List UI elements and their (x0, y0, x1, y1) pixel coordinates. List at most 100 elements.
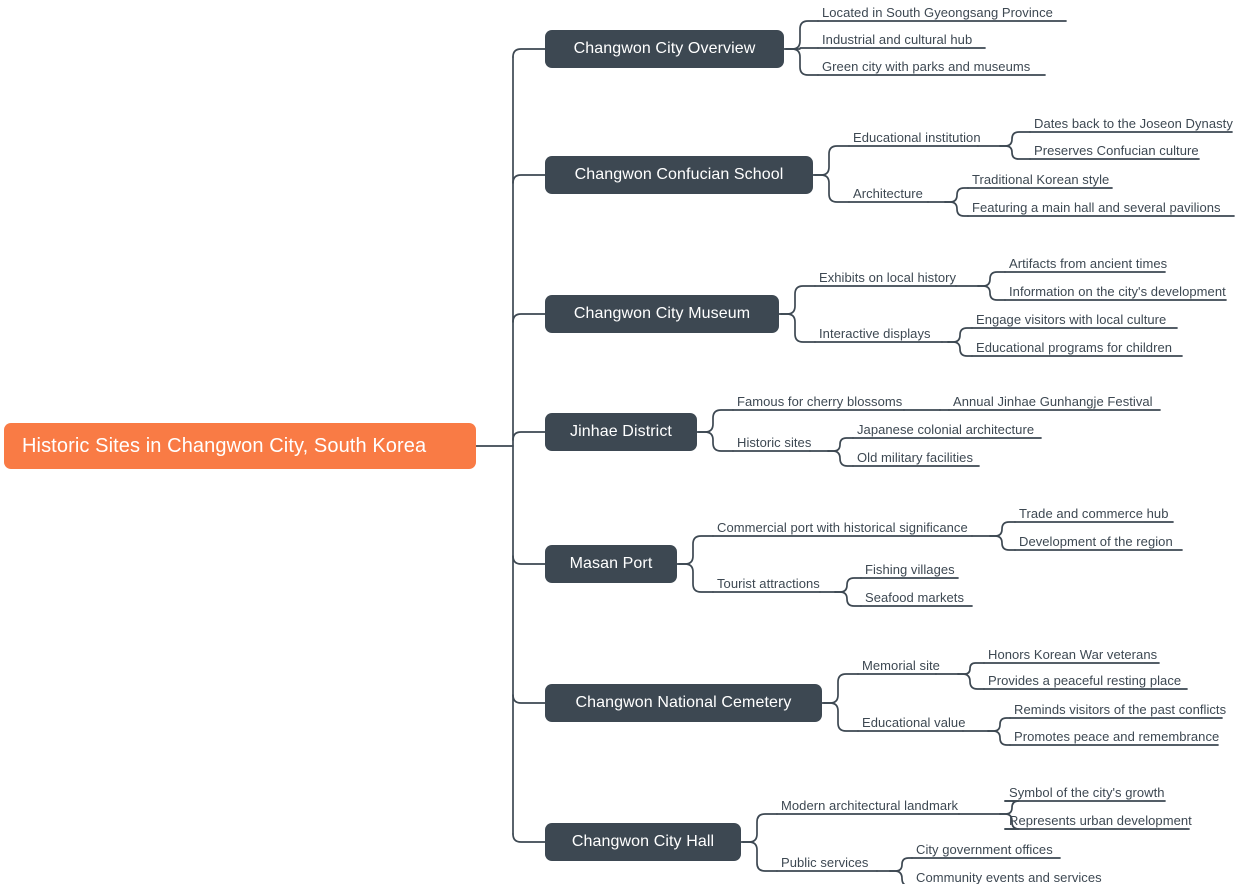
leaf-stem (977, 271, 1006, 287)
branch-node-b1-label: Changwon City Overview (573, 40, 756, 57)
branch-stem (512, 174, 546, 184)
sub-node-b5s2[interactable]: Tourist attractions (717, 574, 824, 592)
leaf-node-b4s2l2[interactable]: Old military facilities (857, 448, 983, 466)
leaf-node-b6s1l1[interactable]: Honors Korean War veterans (988, 645, 1163, 663)
leaf-stem (957, 662, 985, 675)
leaf-node-b5s1l2-label: Development of the region (1019, 533, 1173, 549)
leaf-node-b6s2l2[interactable]: Promotes peace and remembrance (1014, 727, 1222, 745)
leaf-node-b3s1l1[interactable]: Artifacts from ancient times (1009, 254, 1169, 272)
branch-node-b7[interactable]: Changwon City Hall (545, 823, 741, 861)
branch-node-b2-label: Changwon Confucian School (574, 166, 784, 183)
branch-node-b1[interactable]: Changwon City Overview (545, 30, 784, 68)
leaf-node-b7s1l1[interactable]: Symbol of the city's growth (1009, 783, 1169, 801)
branch-node-b3-label: Changwon City Museum (573, 305, 751, 322)
leaf-node-b4s1l1[interactable]: Annual Jinhae Gunhangje Festival (953, 392, 1164, 410)
branch-node-b3[interactable]: Changwon City Museum (545, 295, 779, 333)
leaf-node-b5s2l1-label: Fishing villages (865, 561, 955, 577)
sub-node-b3s1[interactable]: Exhibits on local history (819, 268, 960, 286)
leaf-node-b1l2[interactable]: Industrial and cultural hub (822, 30, 989, 48)
leaf-stem (827, 450, 854, 467)
leaf-node-b7s1l2[interactable]: Represents urban development (1009, 811, 1193, 829)
leaf-node-b3s1l1-label: Artifacts from ancient times (1009, 255, 1168, 271)
leaf-node-b5s2l2-label: Seafood markets (865, 589, 965, 605)
root-node-label: Historic Sites in Changwon City, South K… (22, 434, 427, 457)
leaf-stem (889, 857, 913, 872)
leaf-node-b6s1l2-label: Provides a peaceful resting place (988, 672, 1182, 688)
sub-node-b5s1[interactable]: Commercial port with historical signific… (717, 518, 976, 536)
sub-node-b7s2[interactable]: Public services (781, 853, 881, 871)
leaf-stem (987, 730, 1011, 746)
leaf-node-b4s2l1[interactable]: Japanese colonial architecture (857, 420, 1045, 438)
leaf-node-b1l2-label: Industrial and cultural hub (822, 31, 973, 47)
branch-stem (512, 431, 546, 441)
leaf-stem (989, 521, 1016, 537)
sub-stem (780, 313, 816, 343)
sub-node-b2s2[interactable]: Architecture (853, 184, 932, 202)
leaf-stem (999, 131, 1031, 147)
leaf-node-b6s1l1-label: Honors Korean War veterans (988, 646, 1158, 662)
leaf-node-b2s1l2[interactable]: Preserves Confucian culture (1034, 141, 1203, 159)
sub-node-b6s1[interactable]: Memorial site (862, 656, 940, 674)
sub-node-b4s2-label: Historic sites (737, 434, 812, 450)
branch-stem (512, 313, 546, 323)
branch-node-b5[interactable]: Masan Port (545, 545, 677, 583)
leaf-stem (999, 145, 1031, 160)
sub-stem (823, 702, 859, 732)
sub-stem (678, 563, 714, 593)
sub-node-b6s2[interactable]: Educational value (862, 713, 967, 731)
leaf-node-b5s1l1[interactable]: Trade and commerce hub (1019, 504, 1177, 522)
root-node[interactable]: Historic Sites in Changwon City, South K… (4, 423, 476, 469)
sub-node-b3s2[interactable]: Interactive displays (819, 324, 946, 342)
leaf-node-b1l3[interactable]: Green city with parks and museums (822, 57, 1049, 75)
leaf-node-b7s2l1[interactable]: City government offices (916, 840, 1064, 858)
leaf-stem (947, 341, 973, 357)
leaf-stem (944, 201, 969, 217)
leaf-node-b6s2l2-label: Promotes peace and remembrance (1014, 728, 1220, 744)
branch-node-b4[interactable]: Jinhae District (545, 413, 697, 451)
leaf-node-b2s2l2-label: Featuring a main hall and several pavili… (972, 199, 1221, 215)
branch-stem (512, 48, 546, 58)
sub-node-b4s1-label: Famous for cherry blossoms (737, 393, 903, 409)
leaf-node-b3s1l2-label: Information on the city's development (1009, 283, 1226, 299)
leaf-node-b2s2l1[interactable]: Traditional Korean style (972, 170, 1116, 188)
sub-node-b7s1-label: Modern architectural landmark (781, 797, 959, 813)
leaf-node-b2s2l2[interactable]: Featuring a main hall and several pavili… (972, 198, 1238, 216)
leaf-node-b7s2l2-label: Community events and services (916, 869, 1102, 884)
leaf-node-b5s2l1[interactable]: Fishing villages (865, 560, 962, 578)
leaf-node-b4s2l2-label: Old military facilities (857, 449, 974, 465)
leaf-node-b3s2l2[interactable]: Educational programs for children (976, 338, 1186, 356)
branch-node-b5-label: Masan Port (569, 555, 653, 572)
sub-node-b5s1-label: Commercial port with historical signific… (717, 519, 968, 535)
sub-node-b4s1[interactable]: Famous for cherry blossoms (737, 392, 908, 410)
sub-node-b2s1[interactable]: Educational institution (853, 128, 982, 146)
sub-node-b7s2-label: Public services (781, 854, 869, 870)
leaf-node-b7s2l2[interactable]: Community events and services (916, 868, 1107, 884)
leaf-stem (987, 717, 1011, 732)
sub-stem (780, 285, 816, 315)
leaf-node-b5s2l2[interactable]: Seafood markets (865, 588, 976, 606)
branch-node-b6-label: Changwon National Cemetery (575, 694, 792, 711)
sub-node-b4s2[interactable]: Historic sites (737, 433, 814, 451)
leaf-node-b1l3-label: Green city with parks and museums (822, 58, 1031, 74)
branch-node-b2[interactable]: Changwon Confucian School (545, 156, 813, 194)
leaf-node-b6s1l2[interactable]: Provides a peaceful resting place (988, 671, 1191, 689)
sub-node-b3s1-label: Exhibits on local history (819, 269, 957, 285)
sub-node-b6s1-label: Memorial site (862, 657, 940, 673)
sub-stem (698, 409, 734, 433)
leaf-node-b1l1[interactable]: Located in South Gyeongsang Province (822, 3, 1070, 21)
sub-stem (742, 813, 778, 843)
leaf-node-b5s1l2[interactable]: Development of the region (1019, 532, 1186, 550)
leaf-node-b2s1l1[interactable]: Dates back to the Joseon Dynasty (1034, 114, 1236, 132)
branch-node-b6[interactable]: Changwon National Cemetery (545, 684, 822, 722)
leaf-node-b6s2l1[interactable]: Reminds visitors of the past conflicts (1014, 700, 1226, 718)
leaf-node-b3s1l2[interactable]: Information on the city's development (1009, 282, 1230, 300)
sub-node-b7s1[interactable]: Modern architectural landmark (781, 796, 963, 814)
sub-stem (814, 145, 850, 176)
sub-stem (814, 174, 850, 203)
leaf-stem (785, 48, 819, 76)
branch-stem (512, 833, 546, 843)
leaf-node-b3s2l1[interactable]: Engage visitors with local culture (976, 310, 1181, 328)
leaf-stem (785, 20, 819, 50)
leaf-stem (889, 870, 906, 884)
